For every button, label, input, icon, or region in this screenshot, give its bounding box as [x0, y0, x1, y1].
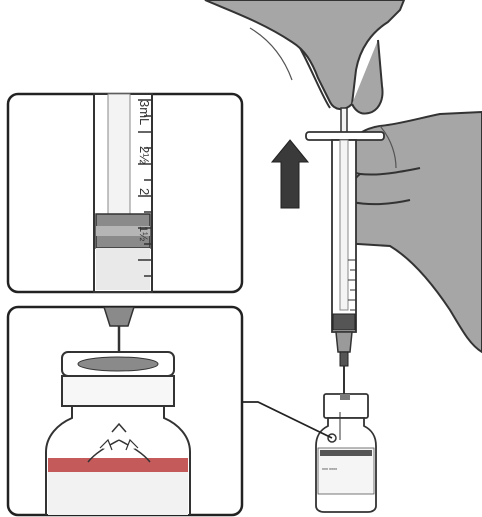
vial-label-sub: xxx xxxx [322, 466, 337, 471]
scale-label-1-5: 1½ [137, 226, 149, 241]
scale-label-3ml: 3mL [137, 100, 152, 125]
syringe-closeup-panel: 3mL 2½ 2 1½ [8, 94, 242, 292]
vial-closeup-panel [8, 307, 242, 515]
scale-label-2: 2 [137, 188, 152, 195]
callout-line [240, 402, 332, 438]
scale-label-2-5: 2½ [137, 146, 152, 164]
vial: xxx xxxx [316, 394, 376, 512]
arrow-up-icon [272, 140, 308, 208]
